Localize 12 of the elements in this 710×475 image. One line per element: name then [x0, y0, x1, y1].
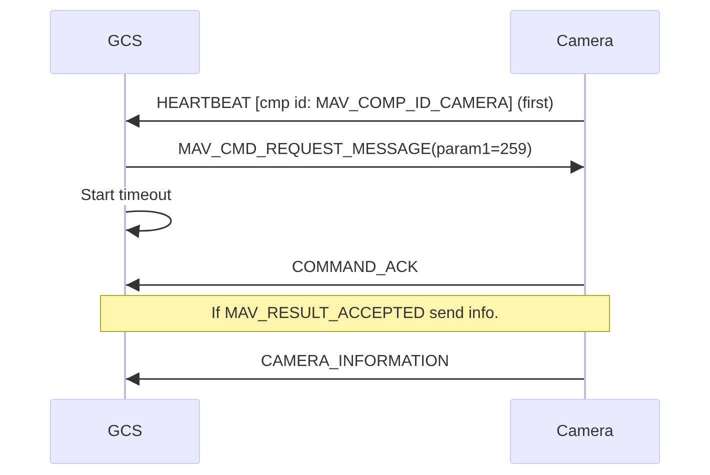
message-arrow: [126, 278, 584, 292]
note-box: If MAV_RESULT_ACCEPTED send info.: [100, 295, 610, 332]
message-label: Start timeout: [78, 187, 174, 205]
participant-box: GCS: [50, 399, 200, 464]
participant-box: Camera: [510, 399, 660, 464]
message-arrow: [126, 114, 584, 128]
participant-box: Camera: [510, 10, 660, 74]
message-label: COMMAND_ACK: [290, 259, 420, 277]
message-arrow: [126, 372, 584, 386]
message-arrow: [126, 160, 584, 174]
participant-box: GCS: [50, 10, 200, 74]
self-message-arrow: [126, 210, 172, 238]
